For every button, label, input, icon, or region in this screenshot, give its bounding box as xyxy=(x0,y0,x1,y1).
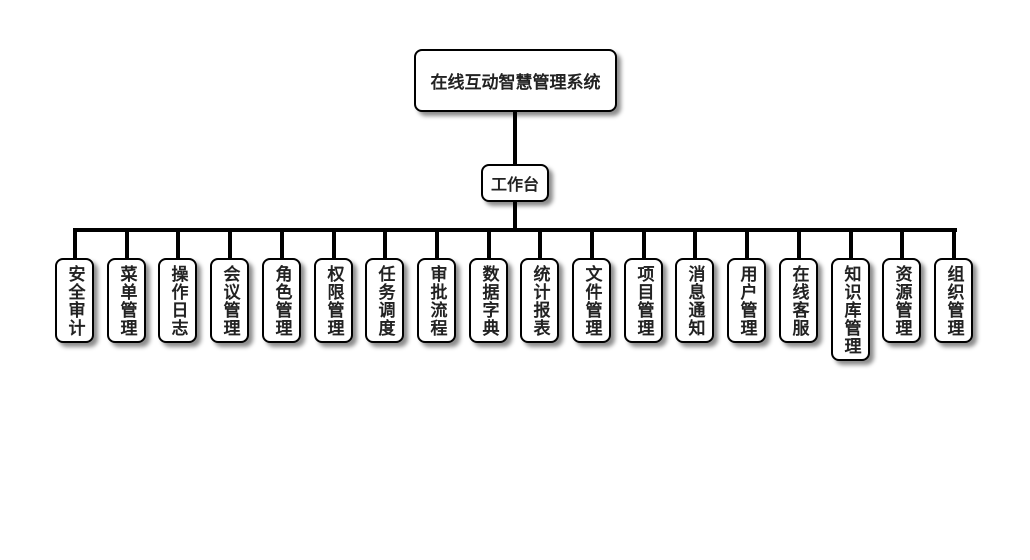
connector-leaf xyxy=(228,230,232,258)
leaf-node[interactable]: 知识库管理 xyxy=(831,258,870,361)
leaf-node[interactable]: 审批流程 xyxy=(417,258,456,343)
leaf-label: 操作日志 xyxy=(167,264,188,337)
connector-leaf xyxy=(435,230,439,258)
connector-leaf xyxy=(383,230,387,258)
connector-hub-bus xyxy=(513,202,517,230)
connector-root-hub xyxy=(513,112,517,164)
leaf-node[interactable]: 数据字典 xyxy=(469,258,508,343)
leaf-node[interactable]: 操作日志 xyxy=(158,258,197,343)
leaf-node[interactable]: 用户管理 xyxy=(727,258,766,343)
leaf-label: 数据字典 xyxy=(478,264,499,337)
leaf-node[interactable]: 统计报表 xyxy=(520,258,559,343)
leaf-node[interactable]: 消息通知 xyxy=(675,258,714,343)
leaf-label: 任务调度 xyxy=(374,264,395,337)
connector-leaf xyxy=(590,230,594,258)
connector-leaf xyxy=(745,230,749,258)
connector-leaf xyxy=(900,230,904,258)
leaf-label: 文件管理 xyxy=(581,264,602,337)
leaf-node[interactable]: 角色管理 xyxy=(262,258,301,343)
connector-bus xyxy=(73,228,957,232)
leaf-label: 角色管理 xyxy=(271,264,292,337)
leaf-label: 会议管理 xyxy=(219,264,240,337)
root-node[interactable]: 在线互动智慧管理系统 xyxy=(414,49,617,112)
leaf-label: 组织管理 xyxy=(943,264,964,337)
leaf-node[interactable]: 文件管理 xyxy=(572,258,611,343)
leaf-label: 审批流程 xyxy=(426,264,447,337)
leaf-node[interactable]: 权限管理 xyxy=(314,258,353,343)
connector-leaf xyxy=(73,230,77,258)
leaf-node[interactable]: 菜单管理 xyxy=(107,258,146,343)
connector-leaf xyxy=(125,230,129,258)
leaf-label: 统计报表 xyxy=(529,264,550,337)
leaf-node[interactable]: 安全审计 xyxy=(55,258,94,343)
connector-leaf xyxy=(280,230,284,258)
connector-leaf xyxy=(952,230,956,258)
leaf-node[interactable]: 任务调度 xyxy=(365,258,404,343)
workbench-label: 工作台 xyxy=(490,175,539,194)
leaf-label: 菜单管理 xyxy=(116,264,137,337)
leaf-label: 安全审计 xyxy=(64,264,85,337)
connector-leaf xyxy=(849,230,853,258)
connector-leaf xyxy=(642,230,646,258)
connector-leaf xyxy=(176,230,180,258)
leaf-label: 消息通知 xyxy=(684,264,705,337)
workbench-node[interactable]: 工作台 xyxy=(481,164,549,202)
connector-leaf xyxy=(487,230,491,258)
root-label: 在线互动智慧管理系统 xyxy=(430,73,601,93)
leaf-label: 项目管理 xyxy=(633,264,654,337)
leaf-node[interactable]: 组织管理 xyxy=(934,258,973,343)
leaf-label: 权限管理 xyxy=(323,264,344,337)
leaf-label: 用户管理 xyxy=(736,264,757,337)
leaf-label: 资源管理 xyxy=(891,264,912,337)
leaf-node[interactable]: 项目管理 xyxy=(624,258,663,343)
connector-leaf xyxy=(693,230,697,258)
connector-leaf xyxy=(797,230,801,258)
leaf-node[interactable]: 会议管理 xyxy=(210,258,249,343)
leaf-label: 知识库管理 xyxy=(840,264,861,355)
connector-leaf xyxy=(538,230,542,258)
leaf-node[interactable]: 在线客服 xyxy=(779,258,818,343)
leaf-label: 在线客服 xyxy=(788,264,809,337)
connector-leaf xyxy=(332,230,336,258)
leaf-node[interactable]: 资源管理 xyxy=(882,258,921,343)
